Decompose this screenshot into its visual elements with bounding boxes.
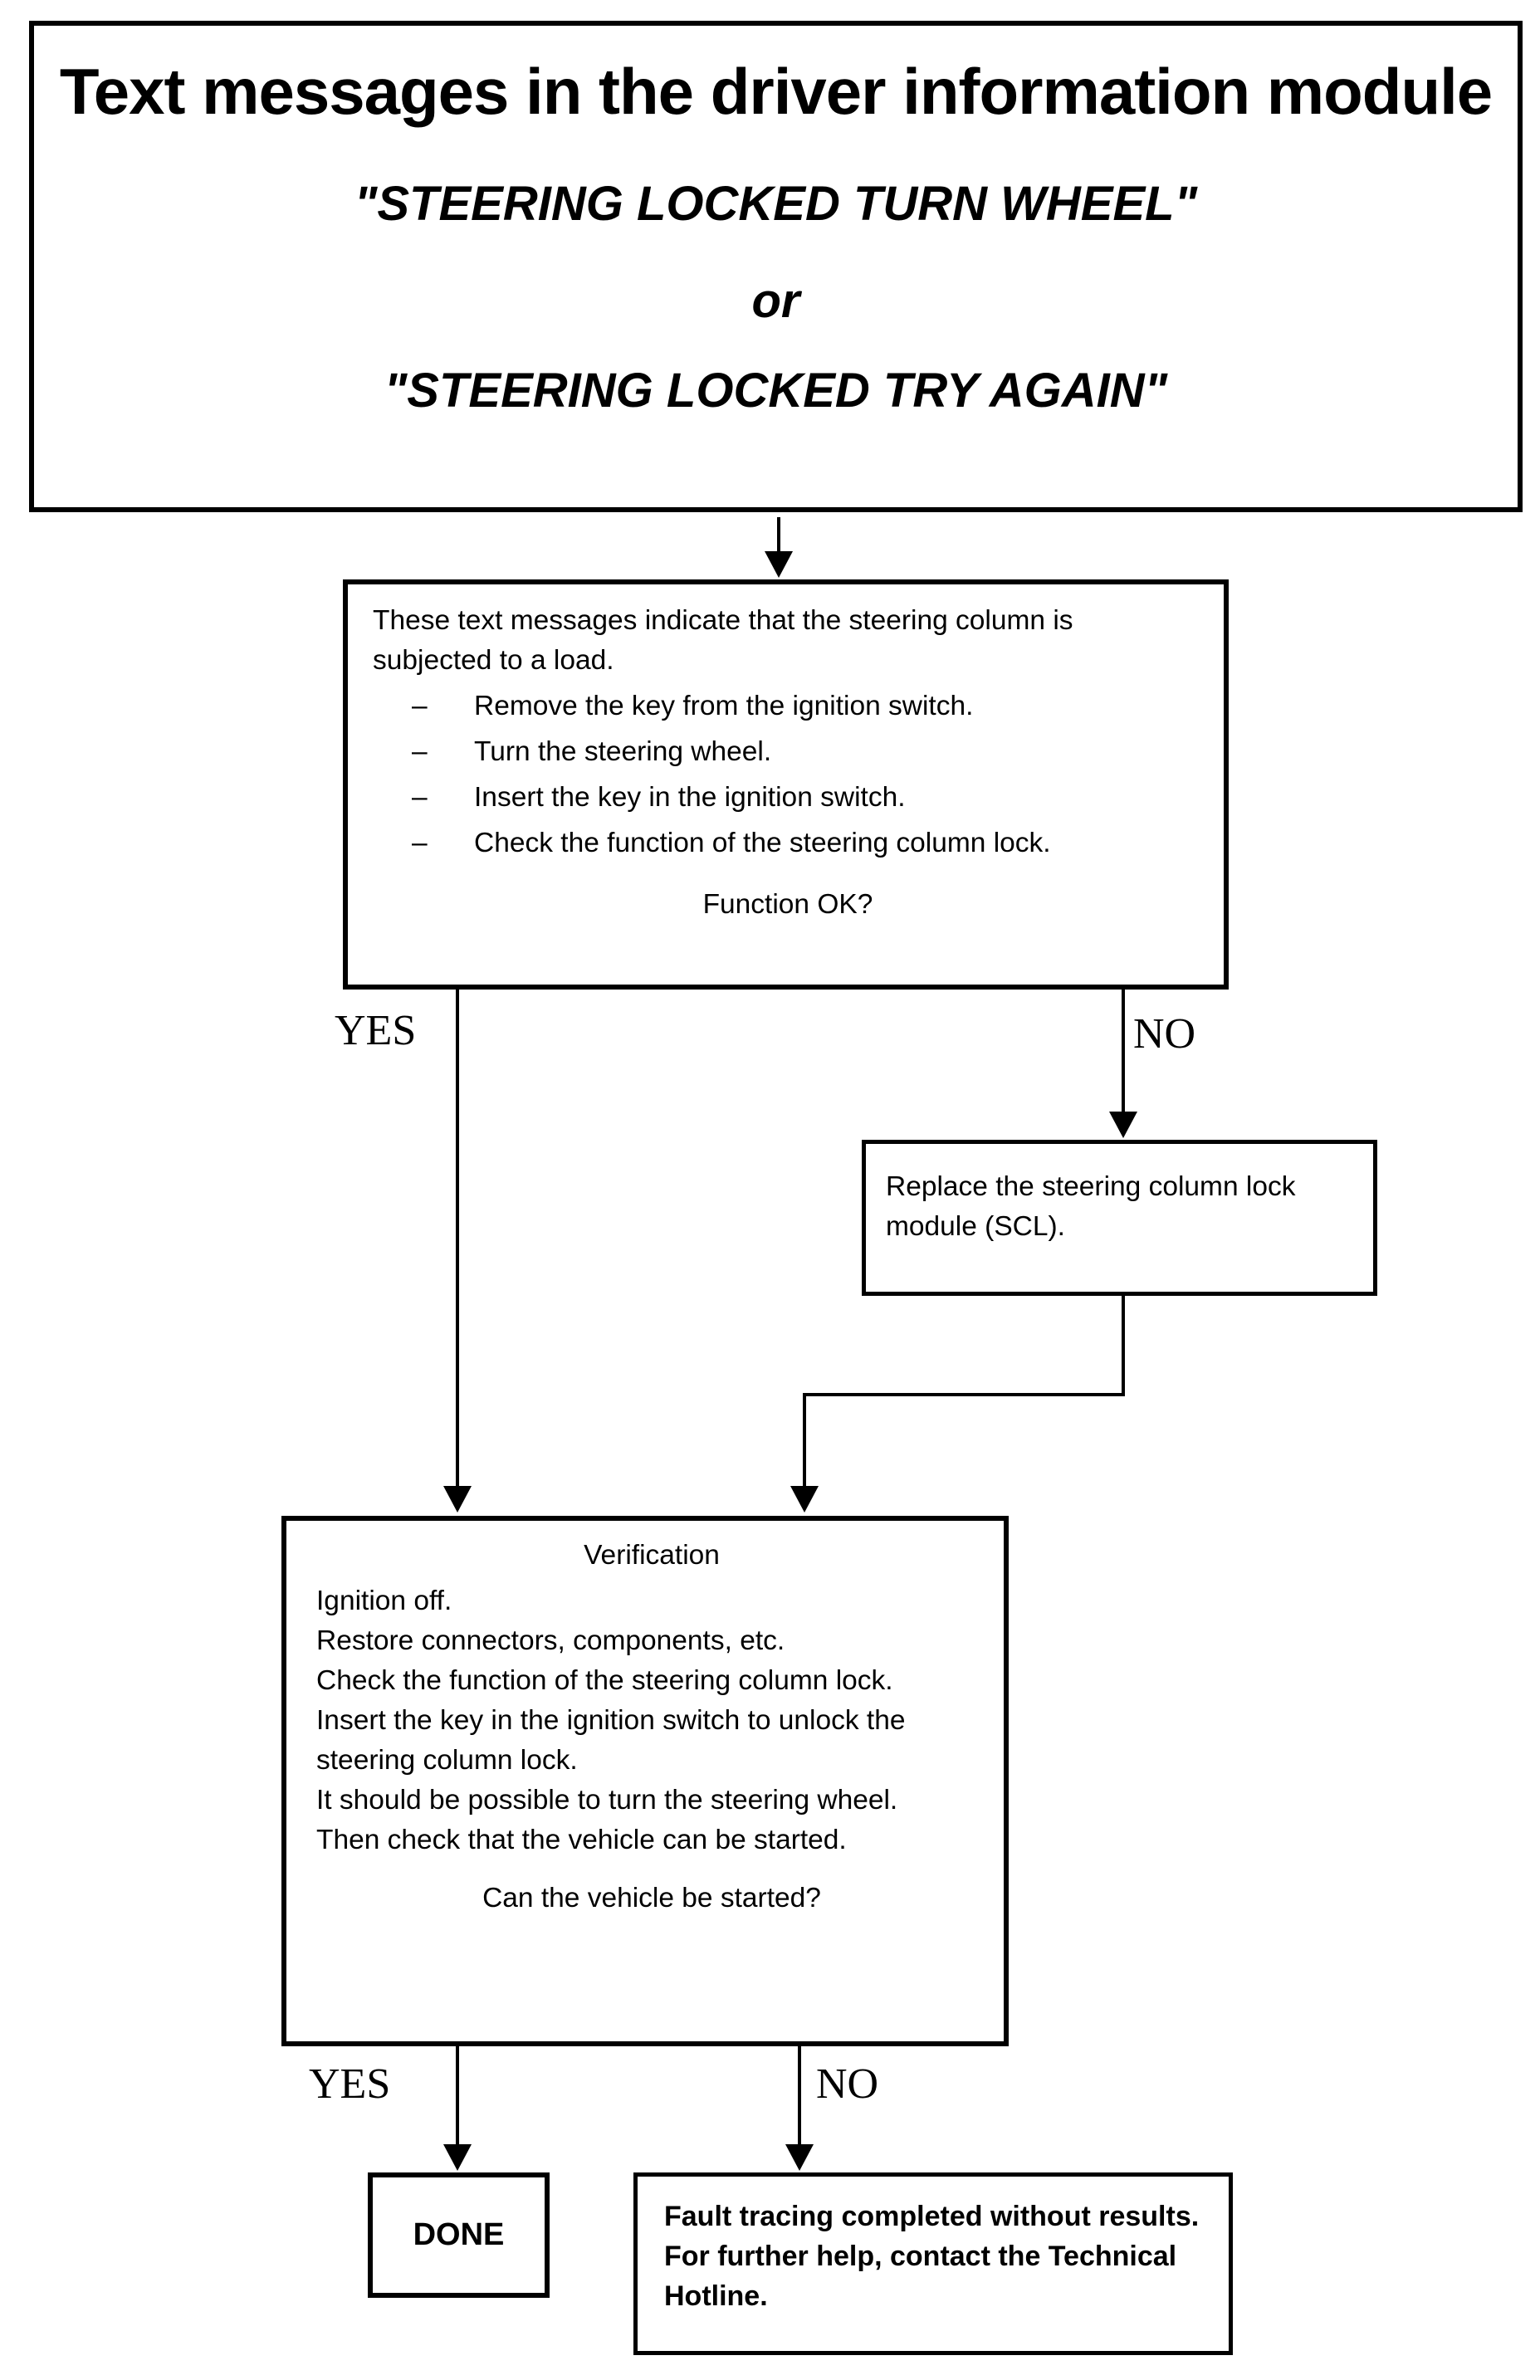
fault-text-line1: Fault tracing completed without results. [664,2201,1200,2232]
verification-line: Restore connectors, components, etc. [316,1625,785,1656]
connector-replace-elbow-vertical [1122,1296,1125,1396]
fault-box: Fault tracing completed without results.… [633,2172,1233,2355]
steering-message-turn-wheel: "STEERING LOCKED TURN WHEEL" [354,177,1198,231]
title-box: Text messages in the driver information … [29,21,1523,512]
verification-box: Verification Ignition off. Restore conne… [281,1516,1009,2046]
arrow-down-icon [765,551,793,578]
arrow-down-icon [790,1486,819,1513]
replace-scl-box: Replace the steering column lock module … [862,1140,1377,1296]
bullet-dash-icon: – [412,736,428,767]
bullet-dash-icon: – [412,782,428,813]
verification-heading: Verification [584,1540,720,1571]
connector-no2-to-fault [798,2046,801,2148]
bullet-dash-icon: – [412,691,428,721]
connector-yes1-to-verification [456,990,459,1489]
arrow-down-icon [443,2144,472,2171]
list-item: – Check the function of the steering col… [373,823,1203,863]
replace-scl-text: Replace the steering column lock module … [886,1171,1296,1242]
connector-replace-to-verification [803,1393,806,1489]
fault-text-line2: For further help, contact the Technical … [664,2241,1177,2312]
bullet-text: Turn the steering wheel. [474,736,772,767]
connector-replace-elbow-horizontal [803,1393,1125,1396]
connector-yes2-to-done [456,2046,459,2148]
done-label: DONE [413,2217,505,2252]
or-label: or [751,274,800,328]
bullet-text: Check the function of the steering colum… [474,828,1051,858]
branch2-no-label: NO [816,2060,879,2108]
step1-intro: These text messages indicate that the st… [373,605,1073,676]
verification-question: Can the vehicle be started? [482,1883,821,1913]
step1-question: Function OK? [702,889,873,920]
connector-no1-to-replace [1122,990,1125,1115]
list-item: – Remove the key from the ignition switc… [373,687,1203,726]
verification-line: Ignition off. [316,1586,452,1616]
step1-box: These text messages indicate that the st… [343,579,1229,990]
steering-message-try-again: "STEERING LOCKED TRY AGAIN" [384,364,1168,418]
bullet-dash-icon: – [412,828,428,858]
arrow-down-icon [1109,1112,1137,1138]
verification-line: Check the function of the steering colum… [316,1665,893,1696]
arrow-down-icon [785,2144,814,2171]
branch2-yes-label: YES [309,2060,391,2108]
arrow-down-icon [443,1486,472,1513]
page-title: Text messages in the driver information … [59,55,1493,128]
branch1-no-label: NO [1133,1010,1196,1058]
verification-line: Then check that the vehicle can be start… [316,1825,847,1855]
list-item: – Turn the steering wheel. [373,732,1203,772]
verification-line: It should be possible to turn the steeri… [316,1785,898,1816]
branch1-yes-label: YES [335,1007,417,1054]
bullet-text: Insert the key in the ignition switch. [474,782,906,813]
connector-title-to-step1 [777,517,780,555]
verification-line: Insert the key in the ignition switch to… [316,1705,906,1776]
done-box: DONE [368,2172,550,2298]
bullet-text: Remove the key from the ignition switch. [474,691,974,721]
list-item: – Insert the key in the ignition switch. [373,778,1203,818]
